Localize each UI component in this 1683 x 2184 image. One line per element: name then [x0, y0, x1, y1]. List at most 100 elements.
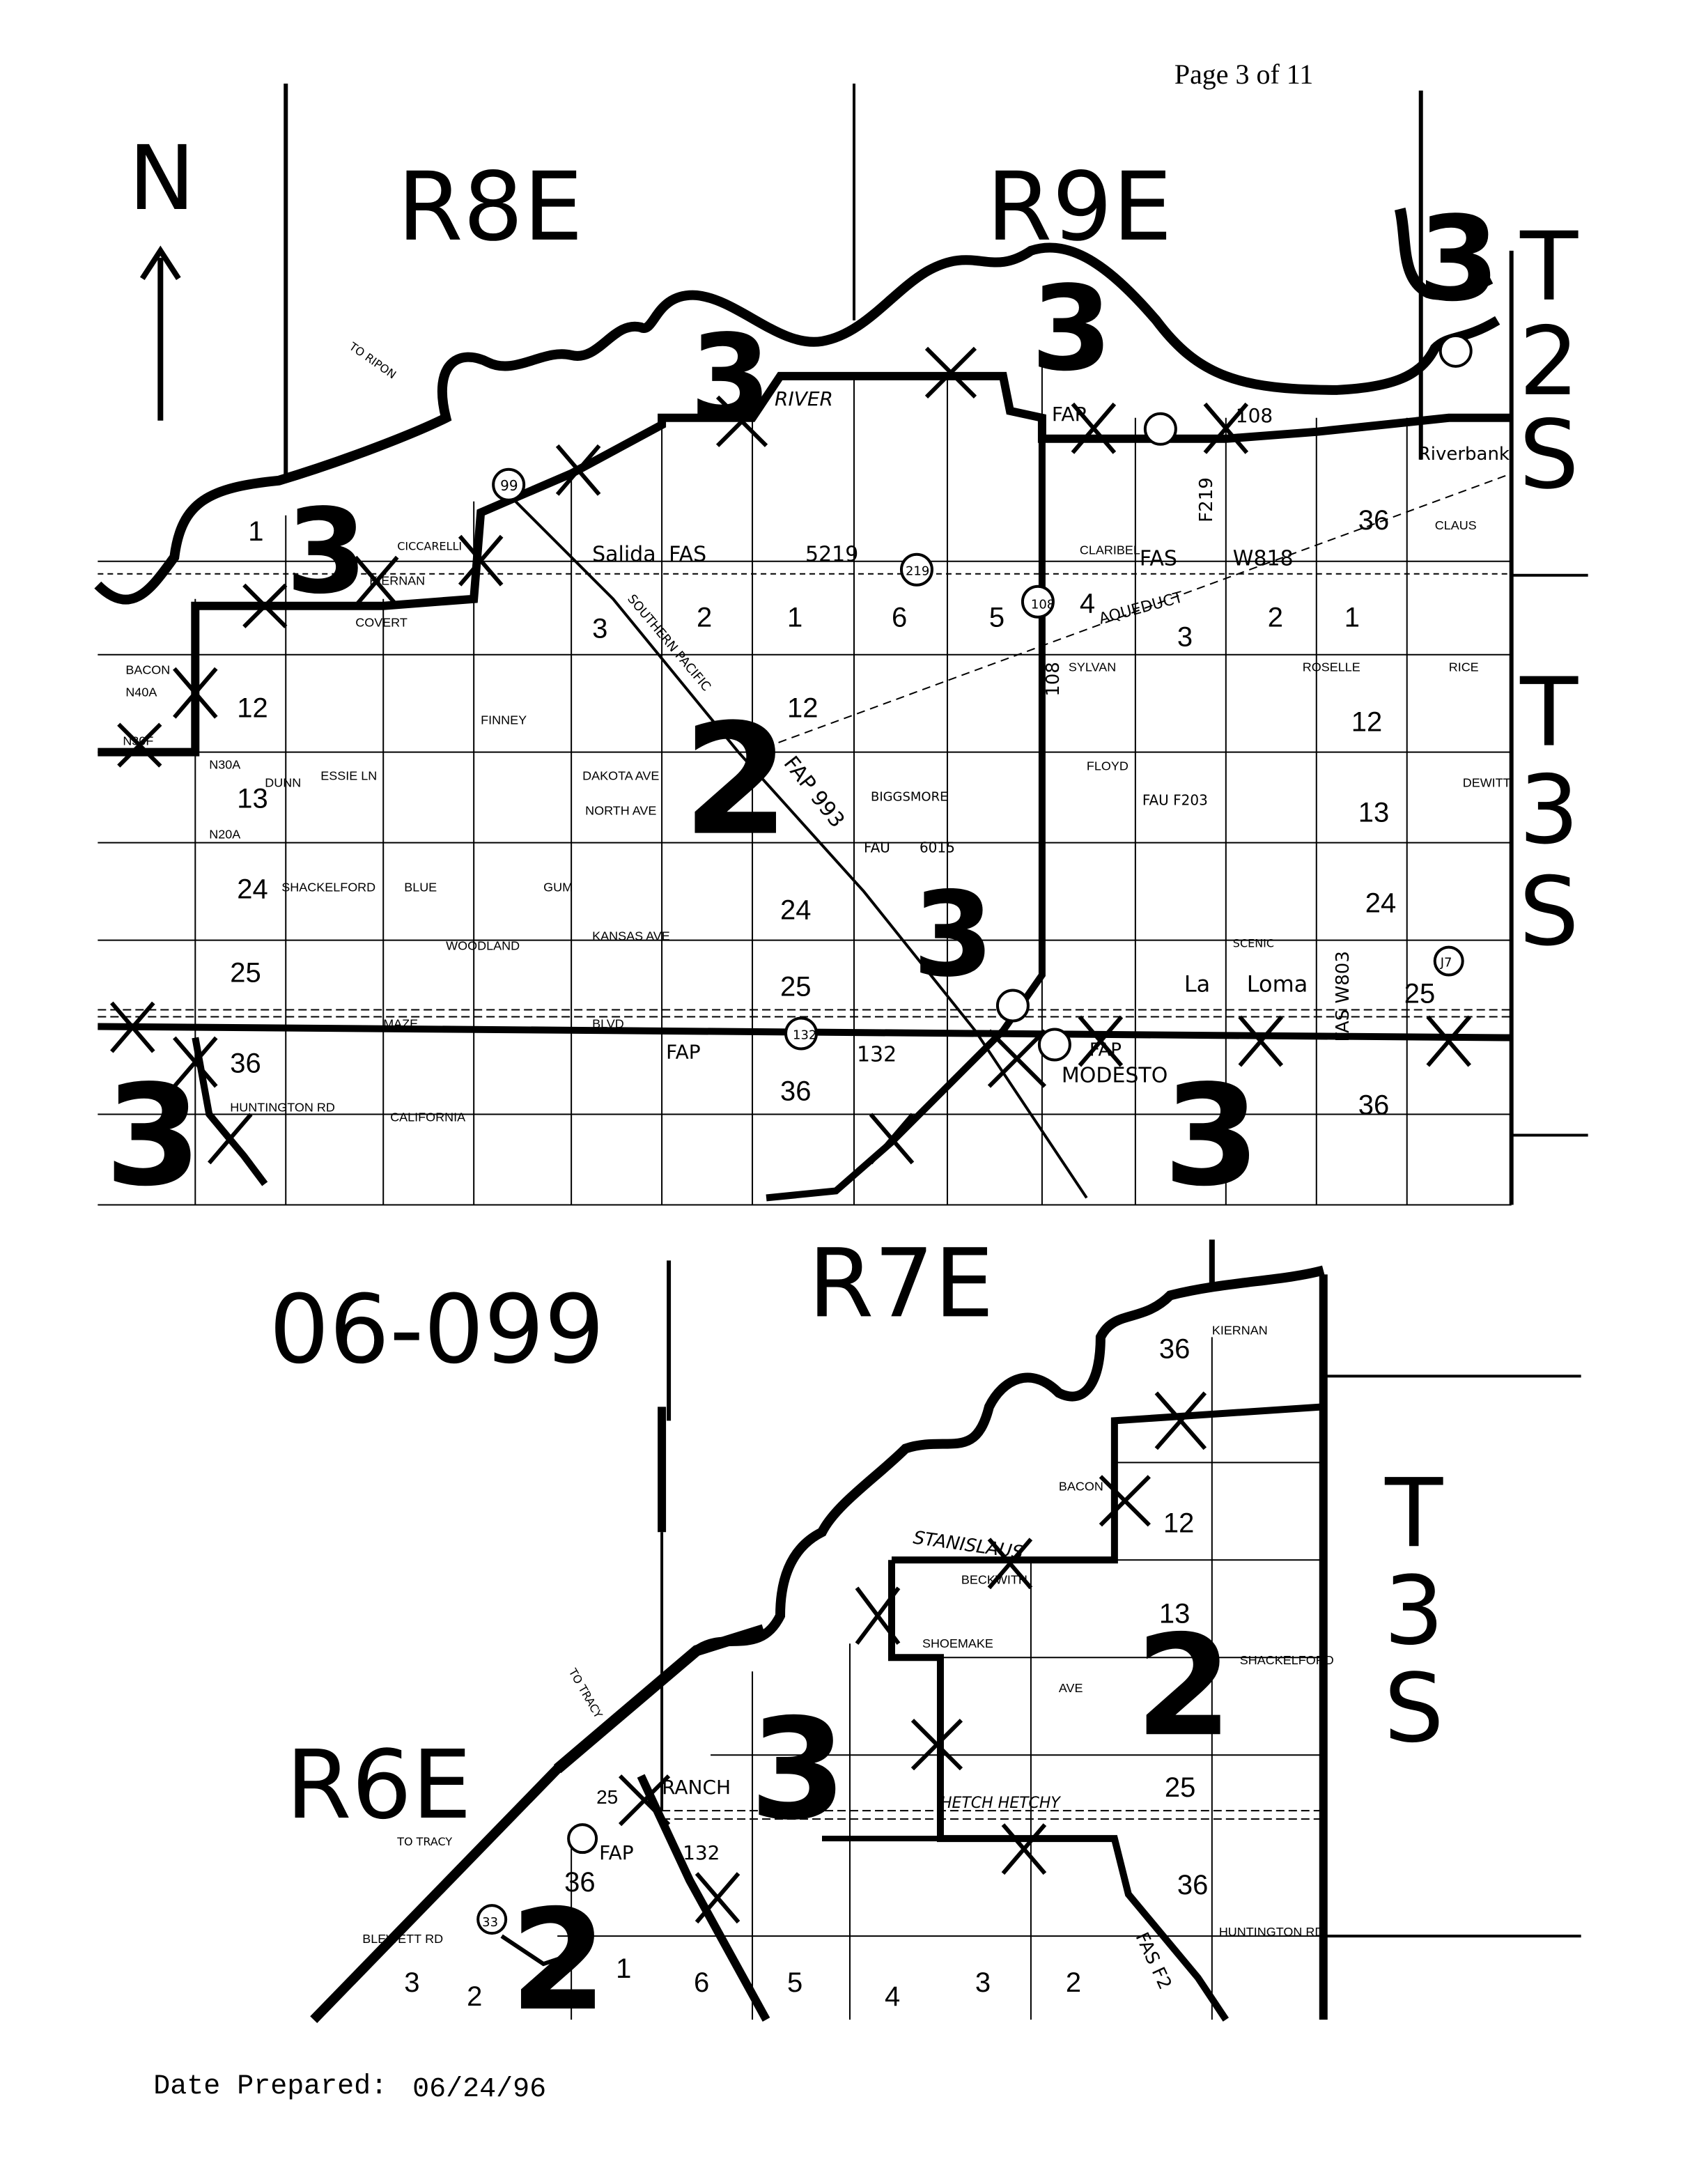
svg-text:KIERNAN: KIERNAN [369, 574, 425, 588]
svg-text:BLEWETT: BLEWETT [362, 1932, 421, 1946]
svg-text:AQUEDUCT: AQUEDUCT [1097, 589, 1186, 628]
svg-text:FAU F203: FAU F203 [1142, 792, 1208, 809]
svg-text:36: 36 [1358, 505, 1389, 536]
top-map [94, 83, 1588, 1206]
range-r8e: R8E [397, 153, 583, 263]
svg-text:N30A: N30A [209, 758, 240, 772]
svg-text:TO RIPON: TO RIPON [346, 339, 398, 382]
svg-text:SCENIC: SCENIC [1233, 937, 1274, 950]
township-t3s-top: T 3 S [1519, 658, 1579, 968]
svg-text:3: 3 [1383, 1556, 1444, 1666]
svg-text:4: 4 [1080, 589, 1095, 619]
svg-text:S: S [1384, 1654, 1444, 1764]
svg-text:3: 3 [1031, 261, 1112, 397]
svg-text:RANCH: RANCH [662, 1776, 731, 1799]
svg-text:Salida: Salida [592, 543, 656, 567]
svg-text:FAP: FAP [1052, 403, 1087, 426]
svg-text:3: 3 [1163, 1055, 1260, 1217]
svg-text:CICCARELLI: CICCARELLI [397, 540, 462, 553]
north-letter: N [128, 127, 195, 231]
svg-text:Loma: Loma [1247, 971, 1308, 998]
svg-text:T: T [1384, 1459, 1443, 1569]
svg-text:DUNN: DUNN [265, 776, 301, 790]
svg-text:RIVER: RIVER [775, 387, 833, 410]
svg-text:1: 1 [1344, 603, 1360, 633]
svg-text:13: 13 [1358, 798, 1389, 828]
svg-text:MODESTO: MODESTO [1062, 1064, 1168, 1088]
svg-text:CLARIBEL: CLARIBEL [1080, 543, 1140, 557]
svg-text:36: 36 [564, 1867, 595, 1898]
svg-text:33: 33 [482, 1915, 498, 1930]
svg-text:1: 1 [616, 1953, 631, 1984]
svg-text:2: 2 [1135, 1605, 1232, 1767]
svg-text:T: T [1519, 658, 1579, 768]
svg-text:3: 3 [913, 867, 994, 1003]
svg-text:2: 2 [1268, 603, 1283, 633]
svg-text:06/24/96: 06/24/96 [412, 2074, 546, 2105]
svg-text:36: 36 [1358, 1090, 1389, 1120]
svg-text:24: 24 [237, 874, 267, 905]
svg-text:KANSAS AVE: KANSAS AVE [592, 929, 670, 943]
date-prepared: Date Prepared: 06/24/96 [153, 2071, 546, 2105]
svg-text:3: 3 [750, 1689, 846, 1851]
range-r6e: R6E [286, 1730, 472, 1841]
svg-text:132: 132 [793, 1028, 816, 1043]
svg-text:N30F: N30F [123, 734, 153, 748]
top-road-names: KIERNAN COVERT BACON N40A N30F N30A N20A… [123, 518, 1510, 1124]
svg-text:3: 3 [975, 1967, 991, 1998]
svg-text:3: 3 [1177, 622, 1193, 653]
svg-text:12: 12 [1351, 707, 1382, 738]
svg-text:T: T [1519, 212, 1579, 323]
map-id: 06-099 [269, 1275, 605, 1385]
township-t2s: T 2 S [1519, 212, 1579, 511]
svg-text:5219: 5219 [805, 543, 858, 567]
svg-text:3: 3 [1418, 191, 1500, 327]
svg-text:5: 5 [787, 1967, 802, 1998]
svg-text:ESSIE LN: ESSIE LN [320, 769, 377, 783]
svg-text:BECKWITH: BECKWITH [961, 1572, 1027, 1586]
svg-text:N20A: N20A [209, 828, 240, 842]
svg-text:HETCH HETCHY: HETCH HETCHY [940, 1795, 1061, 1812]
bottom-map [310, 1239, 1581, 2023]
svg-text:BACON: BACON [125, 663, 170, 677]
svg-text:2: 2 [697, 603, 712, 633]
top-zone-numbers: 3 3 3 3 3 2 3 3 [104, 191, 1499, 1218]
top-section-numbers: 3 2 1 6 5 4 3 2 1 12 12 13 13 24 24 24 2… [230, 505, 1435, 1121]
svg-text:FINNEY: FINNEY [481, 713, 527, 727]
svg-text:3: 3 [404, 1967, 419, 1998]
svg-text:S: S [1519, 858, 1579, 968]
svg-text:4: 4 [885, 1981, 900, 2012]
svg-text:12: 12 [1163, 1508, 1194, 1538]
svg-text:36: 36 [1177, 1870, 1208, 1900]
svg-text:MAZE: MAZE [383, 1017, 418, 1031]
svg-text:CLAUS: CLAUS [1435, 518, 1477, 532]
svg-text:BLUE: BLUE [404, 881, 437, 894]
svg-text:DAKOTA AVE: DAKOTA AVE [582, 769, 659, 783]
svg-text:HUNTINGTON RD: HUNTINGTON RD [1219, 1925, 1324, 1939]
svg-text:BIGGSMORE: BIGGSMORE [871, 790, 947, 805]
page-number: Page 3 of 11 [1174, 59, 1313, 90]
svg-text:25: 25 [596, 1786, 618, 1808]
bottom-section-numbers: 36 12 13 25 36 25 36 3 2 1 6 5 4 3 2 [404, 1333, 1208, 2012]
svg-text:6: 6 [892, 603, 907, 633]
svg-text:ROSELLE: ROSELLE [1303, 660, 1360, 674]
bottom-road-names: KIERNAN BACON BECKWITH SHOEMAKE SHACKELF… [362, 1323, 1334, 1946]
svg-text:13: 13 [1159, 1598, 1190, 1629]
svg-text:CALIFORNIA: CALIFORNIA [390, 1110, 465, 1124]
svg-text:36: 36 [230, 1048, 261, 1079]
svg-text:W818: W818 [1233, 547, 1294, 571]
svg-text:AVE: AVE [1059, 1681, 1083, 1695]
svg-text:108: 108 [1031, 598, 1055, 612]
range-r9e: R9E [986, 153, 1172, 263]
svg-text:J7: J7 [1440, 956, 1452, 970]
svg-text:12: 12 [787, 693, 818, 724]
svg-text:6: 6 [694, 1967, 709, 1998]
svg-text:FAP: FAP [599, 1841, 634, 1864]
svg-text:FAS: FAS [1140, 547, 1177, 571]
svg-text:KIERNAN: KIERNAN [1212, 1323, 1268, 1337]
range-r7e: R7E [808, 1229, 994, 1339]
svg-text:SHACKELFORD: SHACKELFORD [281, 881, 375, 894]
svg-text:132: 132 [857, 1043, 897, 1067]
svg-text:3: 3 [1519, 756, 1579, 866]
